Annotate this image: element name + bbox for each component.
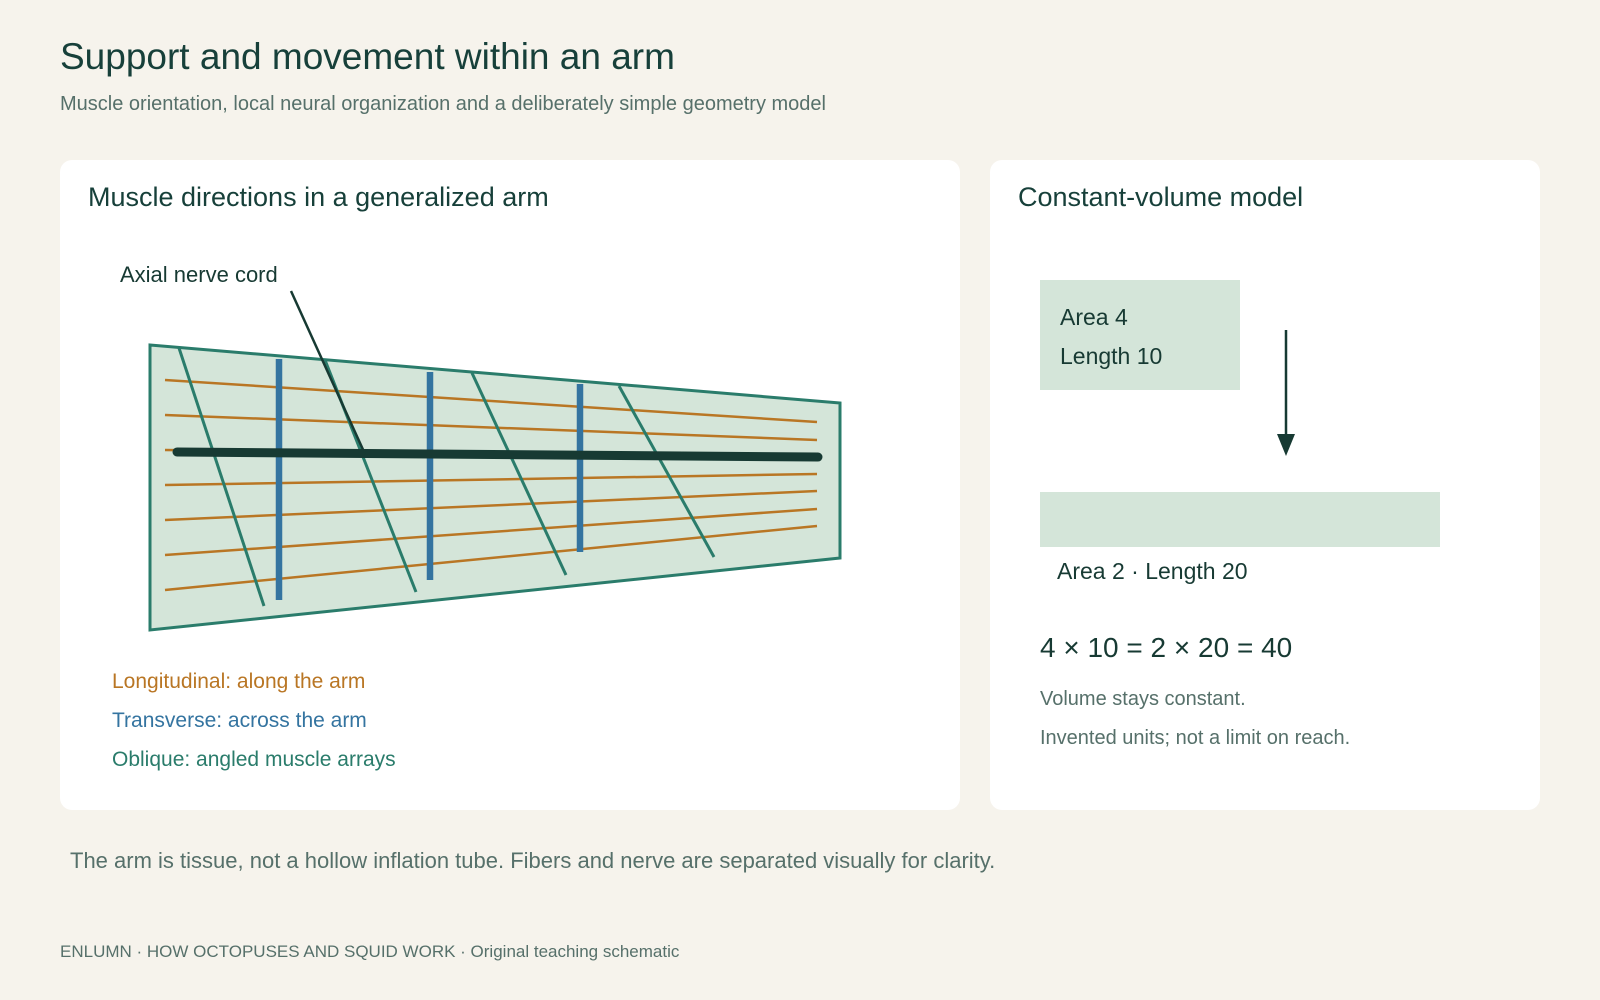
volume-model-panel: Constant-volume model Area 4 Length 10 A… — [990, 160, 1540, 810]
caption: The arm is tissue, not a hollow inflatio… — [70, 848, 996, 873]
legend-transverse: Transverse: across the arm — [112, 709, 367, 732]
legend-longitudinal: Longitudinal: along the arm — [112, 670, 366, 693]
longitudinal-fiber — [164, 524, 818, 592]
legend-oblique: Oblique: angled muscle arrays — [112, 748, 396, 771]
before-length: Length 10 — [1060, 343, 1163, 369]
after-block — [1040, 492, 1440, 547]
arm-muscle-panel: Muscle directions in a generalized arm — [60, 160, 960, 810]
volume-equation: 4 × 10 = 2 × 20 = 40 — [1040, 632, 1293, 663]
page-subtitle: Muscle orientation, local neural organiz… — [60, 93, 826, 115]
oblique-fiber — [617, 385, 716, 558]
volume-note: Volume stays constant. — [1040, 688, 1246, 710]
volume-panel-title: Constant-volume model — [1018, 182, 1304, 212]
arm-panel-title: Muscle directions in a generalized arm — [88, 182, 549, 212]
longitudinal-fiber — [164, 472, 818, 487]
oblique-fiber — [177, 347, 266, 607]
longitudinal-fiber — [164, 378, 818, 424]
nerve-leader-line — [289, 290, 367, 455]
after-label: Area 2 · Length 20 — [1057, 558, 1248, 584]
oblique-fiber — [470, 372, 568, 576]
transverse-fibers — [275, 359, 584, 600]
footer: ENLUMN · HOW OCTOPUSES AND SQUID WORK · … — [60, 942, 680, 961]
longitudinal-fiber — [164, 507, 818, 557]
nerve-label: Axial nerve cord — [120, 262, 278, 287]
arm-tissue — [148, 343, 842, 632]
axial-nerve-cord — [172, 447, 823, 462]
down-arrow-icon — [1277, 330, 1295, 456]
before-block: Area 4 Length 10 — [1040, 280, 1240, 390]
longitudinal-fiber — [164, 489, 818, 522]
arm-diagram: Axial nerve cord — [120, 262, 842, 632]
units-note: Invented units; not a limit on reach. — [1040, 727, 1351, 749]
before-area: Area 4 — [1060, 304, 1128, 330]
longitudinal-fiber — [164, 413, 818, 442]
page-title: Support and movement within an arm — [60, 36, 675, 77]
